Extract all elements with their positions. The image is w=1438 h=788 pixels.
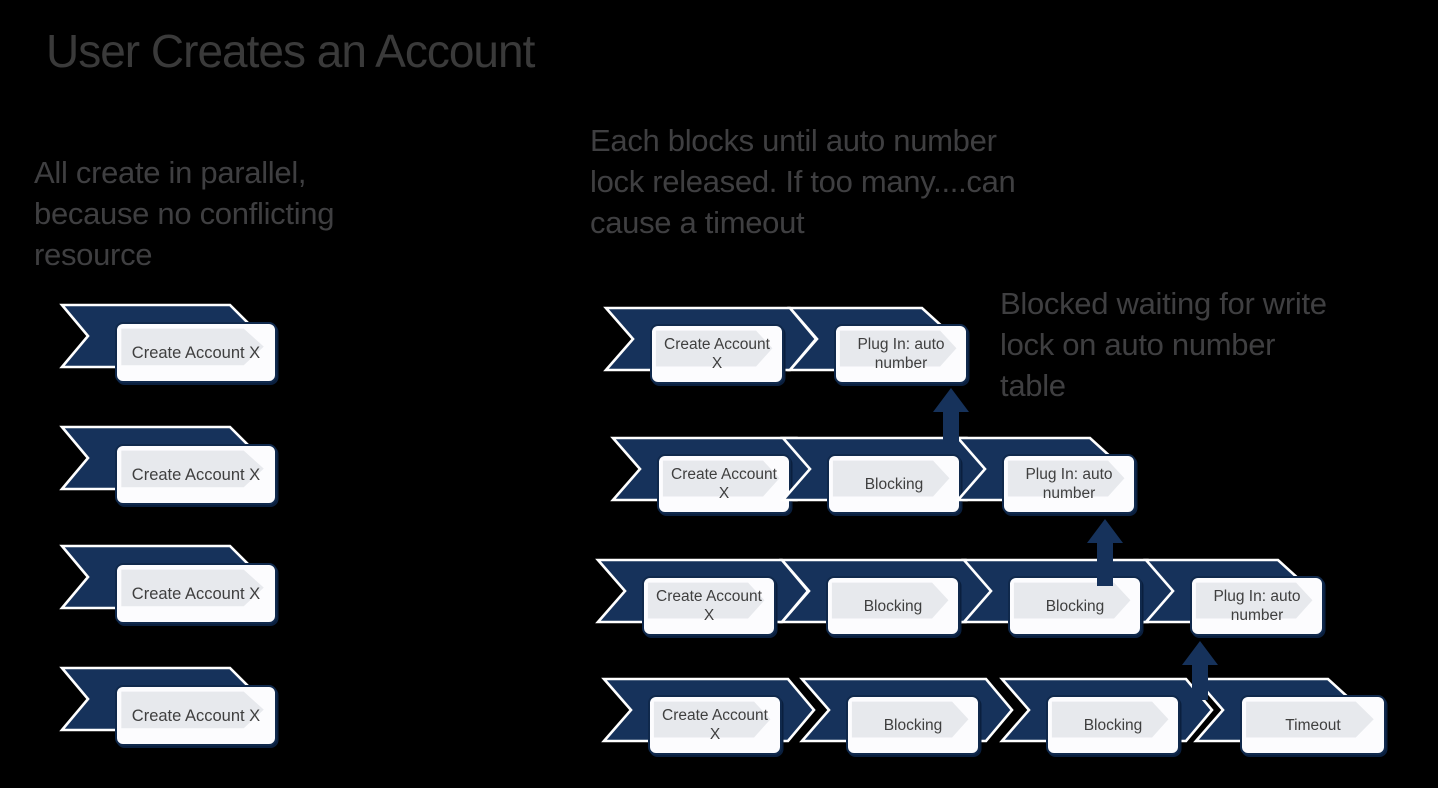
inner-chevron [655, 330, 773, 367]
step-label: Plug In: auto number [1213, 588, 1301, 624]
slide-title: User Creates an Account [46, 25, 535, 77]
inner-chevron [1013, 582, 1131, 619]
inner-chevron [831, 582, 949, 619]
step-label: Blocking [1083, 716, 1143, 734]
step-label: Create Account X [131, 584, 261, 603]
note-line: resource [34, 237, 153, 272]
process-box: Plug In: auto number [1002, 454, 1136, 514]
step-label: Blocking [883, 716, 943, 734]
process-box: Create Account X [650, 324, 784, 384]
process-box: Timeout [1240, 695, 1386, 755]
note-line: All create in parallel, [34, 155, 307, 190]
step-label: Create Account X [131, 706, 261, 725]
note-line: Each blocks until auto number [590, 123, 997, 158]
step-label: Plug In: auto number [1025, 466, 1113, 502]
process-box: Create Account X [657, 454, 791, 514]
process-box: Create Account X [642, 576, 776, 636]
process-box: Plug In: auto number [834, 324, 968, 384]
inner-chevron [1007, 460, 1125, 497]
process-box: Blocking [826, 576, 960, 636]
note-line: table [1000, 368, 1066, 403]
note-line: cause a timeout [590, 205, 805, 240]
note-blocks-timeout: Each blocks until auto number lock relea… [590, 120, 1016, 243]
inner-chevron [839, 330, 957, 367]
inner-chevron [121, 569, 264, 607]
process-box: Create Account X [648, 695, 782, 755]
step-label: Create Account X [664, 336, 770, 372]
step-label: Create Account X [131, 465, 261, 484]
step-label: Blocking [1045, 597, 1105, 615]
step-label: Create Account X [662, 707, 768, 743]
inner-chevron [121, 450, 264, 488]
process-box: Create Account X [115, 444, 277, 505]
step-label: Timeout [1285, 716, 1341, 734]
step-label: Create Account X [131, 343, 261, 362]
inner-chevron [832, 460, 950, 497]
note-line: lock released. If too many....can [590, 164, 1016, 199]
note-line: Blocked waiting for write [1000, 286, 1327, 321]
process-box: Blocking [846, 695, 980, 755]
inner-chevron [662, 460, 780, 497]
process-box: Create Account X [115, 563, 277, 624]
process-box: Blocking [1046, 695, 1180, 755]
process-box: Create Account X [115, 685, 277, 746]
step-label: Blocking [863, 597, 923, 615]
step-label: Plug In: auto number [857, 336, 945, 372]
process-box: Create Account X [115, 322, 277, 383]
inner-chevron [1195, 582, 1313, 619]
inner-chevron [647, 582, 765, 619]
step-label: Create Account X [671, 466, 777, 502]
up-arrow-icon [1087, 519, 1123, 586]
up-arrow-icon [1182, 641, 1218, 700]
note-line: because no conflicting [34, 196, 335, 231]
process-box: Blocking [827, 454, 961, 514]
up-arrow-icon [933, 388, 969, 452]
inner-chevron [1246, 701, 1374, 738]
process-box: Plug In: auto number [1190, 576, 1324, 636]
inner-chevron [121, 328, 264, 366]
inner-chevron [1051, 701, 1169, 738]
inner-chevron [653, 701, 771, 738]
process-box: Blocking [1008, 576, 1142, 636]
step-label: Blocking [864, 475, 924, 493]
note-line: lock on auto number [1000, 327, 1276, 362]
inner-chevron [121, 691, 264, 729]
note-blocked-waiting: Blocked waiting for write lock on auto n… [1000, 283, 1327, 406]
inner-chevron [851, 701, 969, 738]
step-label: Create Account X [656, 588, 762, 624]
note-parallel: All create in parallel, because no confl… [34, 152, 334, 275]
